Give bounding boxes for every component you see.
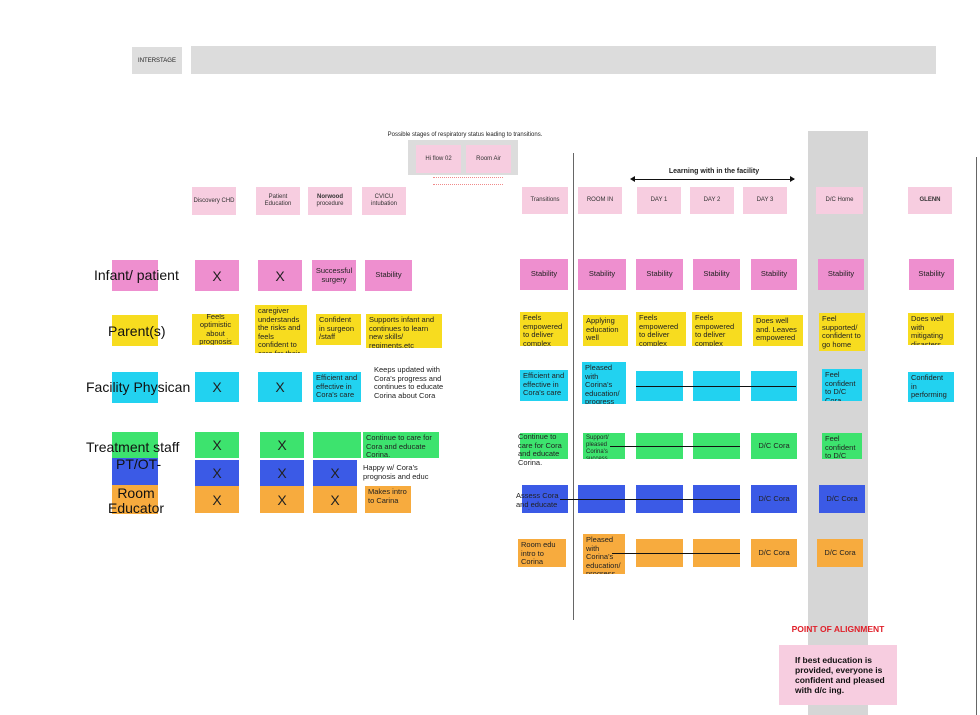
- phase-day1: DAY 1: [637, 187, 681, 214]
- parent-day1: Feels empowered to deliver complex care.: [636, 312, 686, 346]
- infant-room-in: Stability: [578, 259, 626, 290]
- phys-dc-home: Feel confident to D/C Cora: [822, 369, 862, 401]
- parent-norwood: Confident in surgeon /staff: [316, 314, 361, 345]
- row-label-parent-chip: [112, 315, 158, 346]
- parent-patient-edu: caregiver understands the risks and feel…: [255, 305, 307, 353]
- phase-dc-home: D/C Home: [816, 187, 863, 214]
- parent-glenn: Does well with mitigating disasters: [908, 313, 954, 345]
- phys-glenn: Confident in performing surgery: [908, 372, 954, 402]
- alignment-band: [808, 131, 868, 715]
- edu-transitions: Room edu intro to Corina: [518, 539, 566, 567]
- infant-cvicu: Stability: [365, 260, 412, 291]
- infant-patient-edu: X: [258, 260, 302, 291]
- treat-transitions: Continue to care for Cora and educate Co…: [518, 432, 562, 467]
- phys-room-in: Pleased with Corina's education/ progres…: [582, 362, 626, 404]
- phase-patient-education: Patient Education: [256, 187, 300, 215]
- row-label-infant: [112, 260, 158, 291]
- row-label-ptot: PT/OT-: [116, 456, 162, 472]
- row-label-physician: Facility Physican: [86, 379, 191, 395]
- resp-stage-hiflow: Hi flow 02: [416, 145, 461, 173]
- phys-arrow: [636, 386, 796, 387]
- pt-dc-home: D/C Cora: [819, 485, 865, 513]
- phase-discovery: Discovery CHD: [192, 187, 236, 215]
- treat-room-in: Support/ pleased Corina's success: [583, 433, 625, 459]
- alignment-note: If best education is provided, everyone …: [779, 645, 897, 705]
- pt-transitions: Assess Cora and educate Corina: [516, 491, 559, 510]
- edu-norwood: X: [313, 486, 357, 513]
- parent-transitions: Feels empowered to deliver complex care.: [520, 312, 568, 346]
- treat-dc-home: Feel confident to D/C Cora: [822, 433, 862, 459]
- phys-discovery: X: [195, 372, 239, 402]
- row-label-parent: Parent(s): [108, 323, 166, 339]
- infant-day3: Stability: [751, 259, 797, 290]
- interstage-bar: [191, 46, 936, 74]
- pt-arrow: [560, 499, 740, 500]
- parent-room-in: Applying education well: [583, 315, 628, 346]
- phys-cvicu: Keeps updated with Cora's progress and c…: [374, 365, 444, 400]
- treat-norwood: [313, 432, 361, 458]
- resp-red-note: [433, 177, 503, 185]
- row-label-educator-chip: [112, 485, 158, 514]
- learning-label: Learning with in the facility: [668, 168, 760, 175]
- phys-norwood: Efficient and effective in Cora's care: [313, 372, 361, 402]
- learning-arrow: [632, 179, 794, 180]
- edu-arrow: [612, 553, 740, 554]
- phase-day3: DAY 3: [743, 187, 787, 214]
- phase-transitions: Transitions: [522, 187, 568, 214]
- infant-transitions: Stability: [520, 259, 568, 290]
- pt-cvicu: Happy w/ Cora's prognosis and educ: [363, 463, 429, 481]
- parent-day2: Feels empowered to deliver complex care.: [692, 312, 742, 346]
- interstage-label: INTERSTAGE: [132, 47, 182, 74]
- parent-day3: Does well and. Leaves empowered: [753, 315, 803, 346]
- edu-patient-edu: X: [260, 486, 304, 513]
- edu-discovery: X: [195, 486, 239, 513]
- infant-glenn: Stability: [909, 259, 954, 290]
- treat-discovery: X: [195, 432, 239, 458]
- phase-glenn: GLENN: [908, 187, 952, 214]
- treat-transitions-box: [520, 433, 568, 459]
- row-label-treatment: Treatment staff: [86, 439, 180, 455]
- phys-transitions: Efficient and effective in Cora's care: [520, 370, 568, 401]
- infant-dc-home: Stability: [818, 259, 864, 290]
- pt-patient-edu: X: [260, 460, 304, 486]
- phase-day2: DAY 2: [690, 187, 734, 214]
- treat-cvicu: Continue to care for Cora and educate Co…: [363, 432, 439, 458]
- edu-dc-home: D/C Cora: [817, 539, 863, 567]
- treat-patient-edu: X: [260, 432, 304, 458]
- row-label-infant-text: Infant/ patient: [94, 267, 179, 283]
- edu-day3: D/C Cora: [751, 539, 797, 567]
- learning-arrow-left-head: [630, 176, 635, 182]
- resp-stage-room-air: Room Air: [466, 145, 511, 173]
- divider-line: [573, 153, 574, 620]
- parent-dc-home: Feel supported/ confident to go home: [819, 313, 865, 351]
- pt-discovery: X: [195, 460, 239, 486]
- row-label-ptot-chip: [112, 458, 158, 485]
- parent-discovery: Feels optimistic about prognosis: [192, 314, 239, 345]
- phase-norwood-sub: procedure: [316, 201, 344, 207]
- row-label-educator: Room Educator: [108, 485, 165, 516]
- row-label-physician-chip: [112, 372, 158, 403]
- infant-day1: Stability: [636, 259, 683, 290]
- pt-norwood: X: [313, 460, 357, 486]
- resp-caption: Possible stages of respiratory status le…: [387, 132, 543, 138]
- parent-cvicu: Supports infant and continues to learn n…: [366, 314, 442, 348]
- phase-norwood-title: Norwood: [317, 194, 343, 200]
- treat-arrow: [610, 446, 740, 447]
- phys-patient-edu: X: [258, 372, 302, 402]
- phase-norwood: Norwood procedure: [308, 187, 352, 215]
- row-label-treatment-chip: [112, 432, 158, 458]
- phase-room-in: ROOM IN: [578, 187, 622, 214]
- infant-day2: Stability: [693, 259, 740, 290]
- infant-norwood: Successful surgery: [312, 260, 356, 291]
- phase-cvicu: CVICU intubation: [362, 187, 406, 215]
- learning-arrow-right-head: [790, 176, 795, 182]
- edu-cvicu: Makes intro to Carina: [365, 486, 411, 513]
- pt-day3: D/C Cora: [751, 485, 797, 513]
- infant-discovery: X: [195, 260, 239, 291]
- edu-room-in: Pleased with Corina's education/ progres…: [583, 534, 625, 574]
- treat-day3: D/C Cora: [751, 433, 797, 459]
- right-edge-line: [976, 157, 977, 715]
- alignment-title: POINT OF ALIGNMENT: [791, 624, 885, 634]
